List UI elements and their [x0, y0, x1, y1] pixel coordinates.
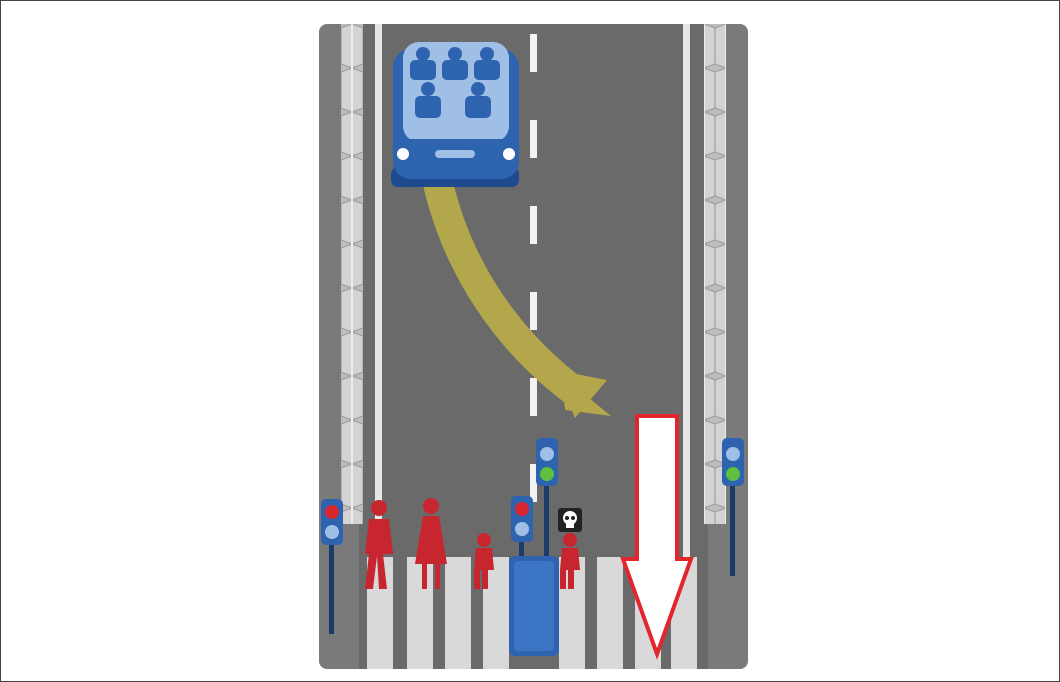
- barrier-left: [341, 24, 363, 524]
- scene-illustration: [319, 24, 748, 669]
- choice-arrow: [620, 414, 694, 660]
- center-lane-dashes: [530, 34, 537, 502]
- autonomous-car: [391, 42, 519, 187]
- road-edge-left: [375, 24, 382, 669]
- skull-icon: [558, 508, 582, 532]
- pedestrian-boy-2: [560, 533, 580, 589]
- traffic-signal-middle-green: [536, 438, 558, 576]
- traffic-signal-left: [321, 499, 343, 634]
- crosswalk-barrier-block: [509, 556, 559, 656]
- front-grille: [435, 150, 475, 158]
- road-edge-right: [683, 24, 690, 669]
- pedestrian-man: [365, 500, 393, 589]
- traffic-signal-right: [722, 438, 744, 576]
- moral-machine-scene: [319, 24, 748, 669]
- passenger-seats: [410, 47, 500, 118]
- headlight-right: [503, 148, 515, 160]
- pedestrian-woman: [415, 498, 447, 589]
- barrier-right: [704, 24, 726, 524]
- headlight-left: [397, 148, 409, 160]
- pedestrian-boy-1: [474, 533, 494, 589]
- swerve-trajectory-arrow: [422, 175, 611, 418]
